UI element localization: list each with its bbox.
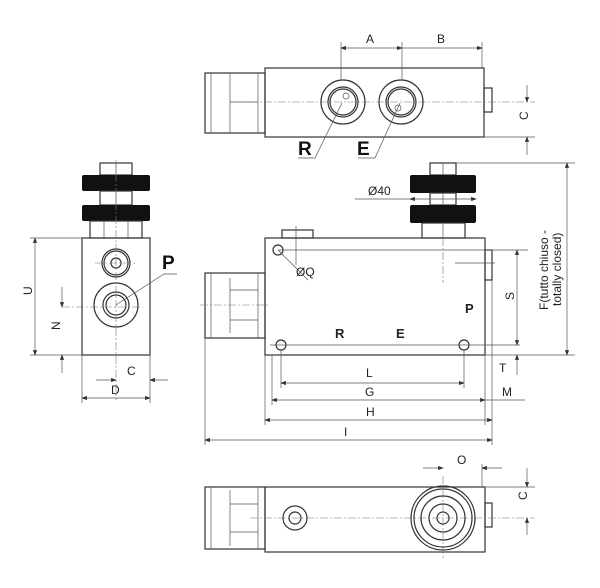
leader-r [298, 102, 343, 159]
label-r-front: R [335, 326, 345, 341]
bottom-view: O C [204, 453, 535, 560]
leader-p [115, 273, 177, 306]
label-l: L [366, 366, 373, 380]
label-h: H [366, 405, 375, 419]
label-i: I [344, 425, 347, 439]
front-body [264, 237, 486, 356]
label-d: D [111, 383, 120, 397]
label-diameter-q: ØQ [296, 265, 315, 279]
label-s: S [503, 292, 517, 300]
label-f-line2: totally closed) [550, 233, 564, 306]
port-r-circle [320, 79, 366, 125]
front-stub [484, 249, 493, 281]
front-fitting-nut [204, 272, 266, 339]
top-bump [281, 229, 314, 239]
label-p-side: P [162, 253, 175, 274]
label-m: M [502, 385, 512, 399]
label-e-front: E [396, 326, 405, 341]
label-a: A [366, 32, 374, 46]
side-view: P U N C D [21, 160, 177, 403]
top-fitting-nut [204, 72, 266, 134]
label-f-line1: F(tutto chiuso - [537, 230, 551, 310]
label-u: U [21, 286, 35, 295]
side-handwheel-stack [82, 162, 150, 239]
front-view: Ø40 ØQ R E P S T F(tutto chiuso - totall… [200, 162, 575, 445]
label-diameter-40: Ø40 [368, 184, 391, 198]
bottom-stub [484, 502, 493, 528]
label-c-top: C [517, 111, 531, 120]
label-n: N [49, 321, 63, 330]
bottom-port-circle [282, 505, 308, 531]
label-p-front: P [465, 301, 474, 316]
label-r-port: R [298, 139, 312, 160]
label-c-bottom: C [516, 491, 530, 500]
top-body [264, 67, 485, 138]
handwheel-stack [410, 162, 476, 239]
label-o: O [457, 453, 466, 467]
label-e-port: E [357, 139, 370, 160]
leader-q [277, 249, 309, 281]
top-stub [483, 87, 493, 113]
label-c-side: C [127, 364, 136, 378]
leader-e [358, 102, 401, 159]
top-view: A B C R E [204, 32, 535, 160]
port-e-circle [378, 79, 424, 125]
label-g: G [365, 385, 374, 399]
label-t: T [499, 361, 507, 375]
bottom-body [264, 486, 486, 553]
label-b: B [437, 32, 445, 46]
